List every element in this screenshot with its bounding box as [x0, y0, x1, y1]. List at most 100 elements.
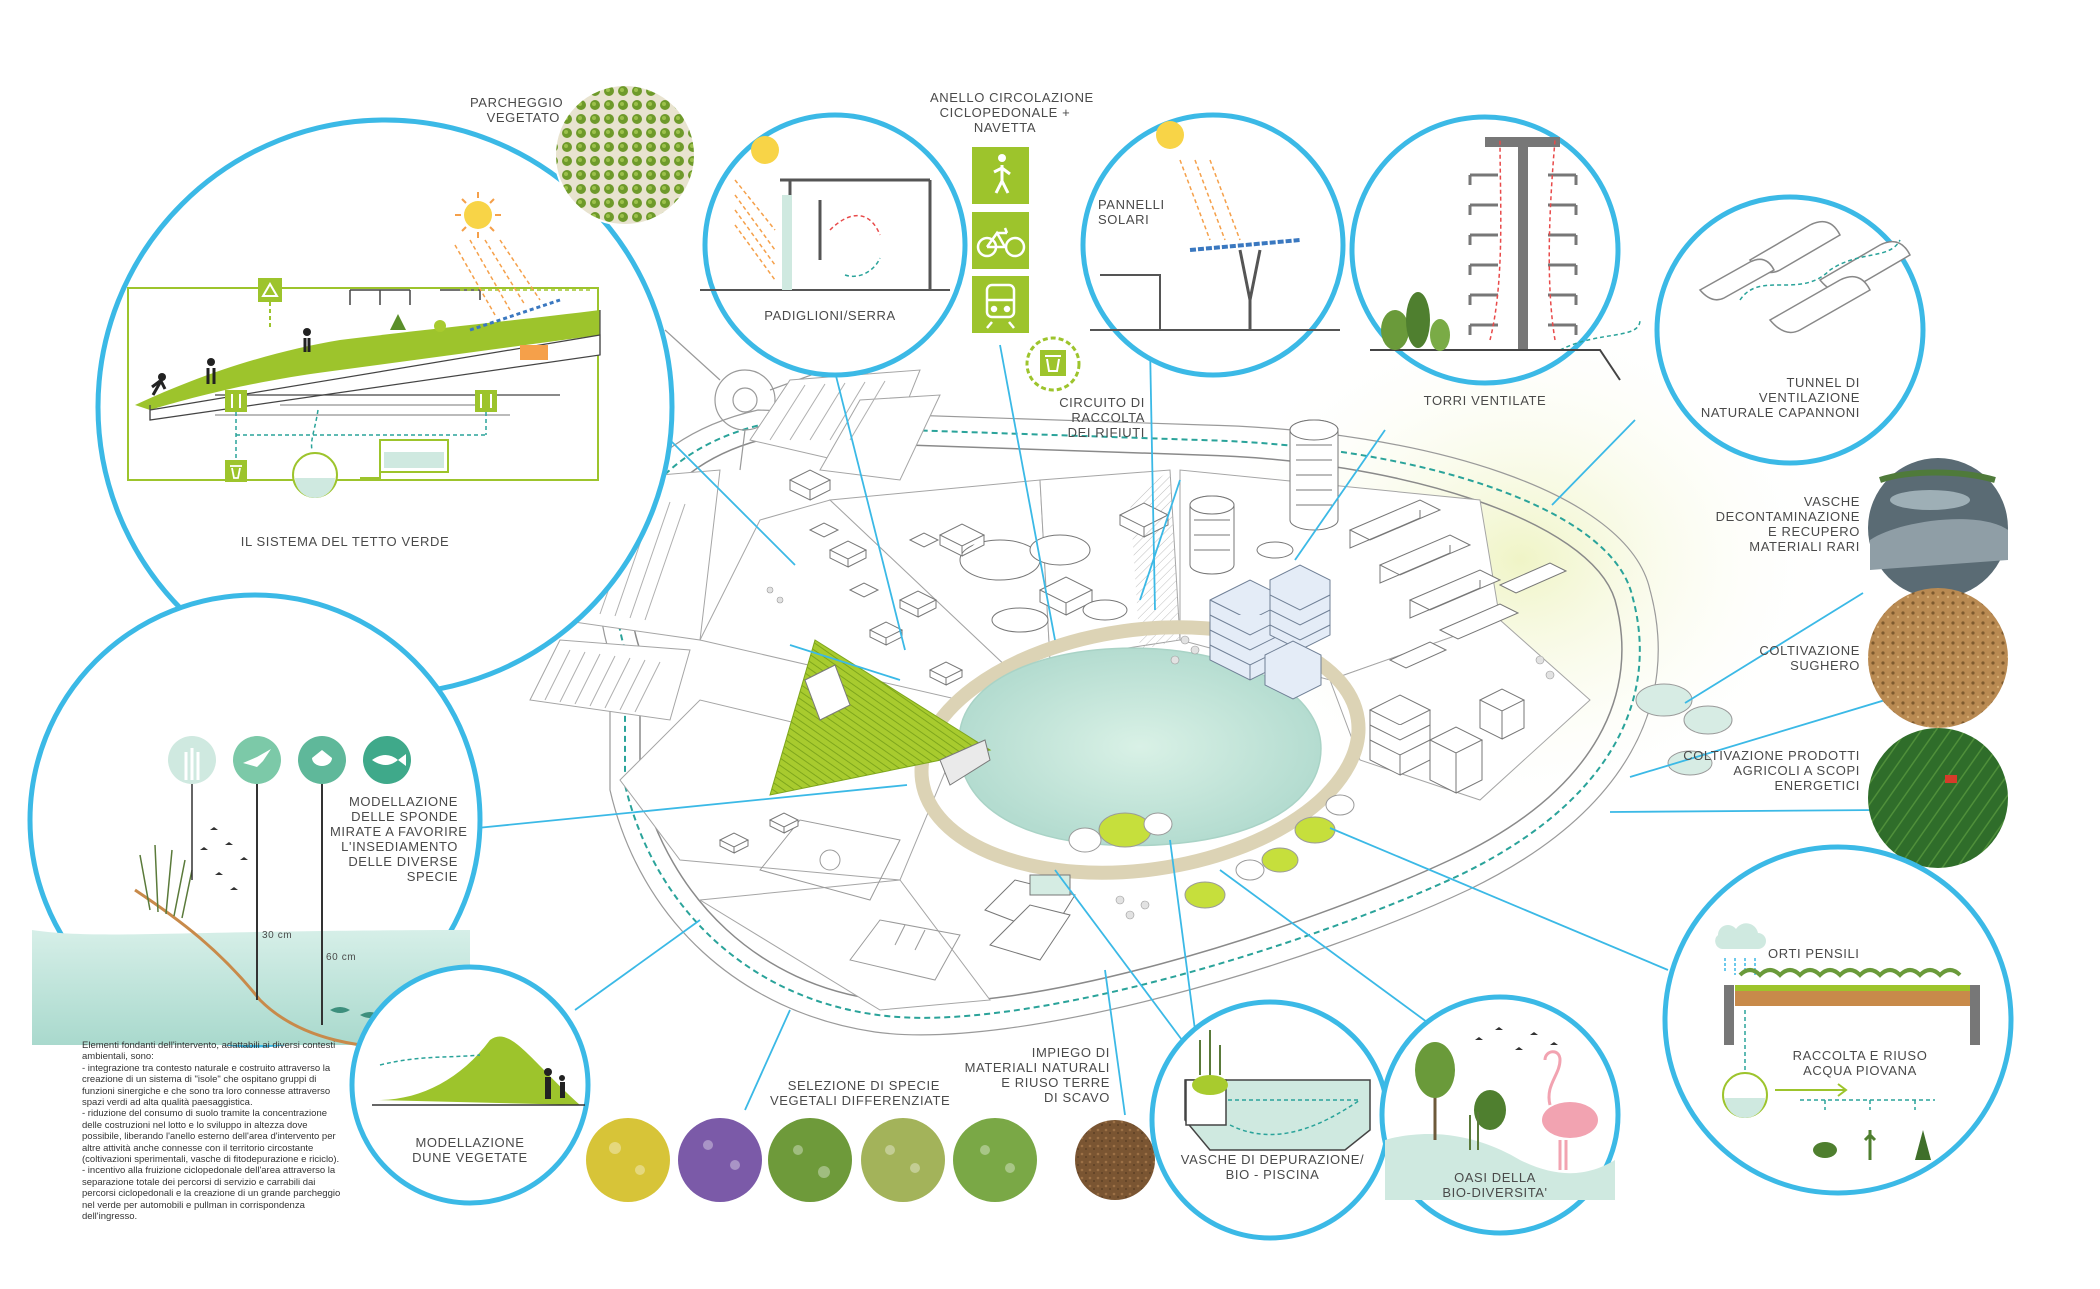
photo-soil	[1075, 1120, 1155, 1200]
label-pannelli: PANNELLI SOLARI	[1098, 197, 1178, 227]
bio-ponds	[1068, 794, 1355, 909]
callout-pavilions	[700, 112, 968, 378]
label-line: OASI DELLA	[1454, 1170, 1536, 1185]
bird-icon	[243, 749, 271, 767]
pedestrian-icon	[993, 154, 1011, 194]
callout-dunes	[349, 964, 591, 1206]
label-line: E RECUPERO	[1768, 524, 1860, 539]
rain-cloud-icon	[1715, 923, 1766, 975]
description-paragraph: - integrazione tra contesto naturale e c…	[82, 1062, 331, 1109]
label-line: IMPIEGO DI	[1031, 1045, 1110, 1060]
label-line: NAVETTA	[973, 120, 1037, 135]
trash-bin-icon	[1045, 355, 1061, 372]
label-depurazione: VASCHE DI DEPURAZIONE/ BIO - PISCINA	[1180, 1152, 1365, 1182]
orti-plants	[1813, 1130, 1931, 1160]
description-text: Elementi fondanti dell'intervento, adatt…	[82, 1040, 342, 1223]
label-line: DELLE DIVERSE	[348, 854, 458, 869]
towers	[1189, 419, 1339, 575]
label-line: RACCOLTA E RIUSO	[1792, 1048, 1928, 1063]
trees	[766, 586, 1555, 920]
callout-green-roof	[95, 117, 675, 697]
callout-parking	[554, 84, 696, 226]
label-depth-30: 30 cm	[262, 930, 293, 941]
reeds	[139, 844, 193, 919]
trash-bin-icon	[230, 465, 242, 479]
sport-fields	[759, 819, 961, 981]
masterplan	[504, 299, 1840, 1036]
species-icons	[168, 736, 411, 784]
flamingo-icon	[1543, 1050, 1568, 1170]
photo-lavender	[678, 1118, 762, 1202]
green-park-building	[804, 664, 851, 721]
right-housing	[1368, 688, 1526, 794]
label-sponde: MODELLAZIONE DELLE SPONDE MIRATE A FAVOR…	[330, 794, 468, 884]
label-padiglioni: PADIGLIONI/SERRA	[755, 308, 905, 323]
label-line: E RIUSO TERRE	[1001, 1075, 1110, 1090]
label-dune: MODELLAZIONE DUNE VEGETATE	[400, 1135, 540, 1165]
label-line: VEGETALI DIFFERENZIATE	[770, 1093, 951, 1108]
photo-fields	[1868, 728, 2008, 868]
fish-icon	[372, 754, 406, 766]
label-tunnel: TUNNEL DI VENTILAZIONE NATURALE CAPANNON…	[1700, 375, 1860, 420]
label-line: ORTI PENSILI	[1768, 946, 1860, 961]
callout-biodiversity	[1379, 994, 1621, 1236]
label-line: VASCHE DI DEPURAZIONE/	[1180, 1152, 1365, 1167]
photo-green-shrub	[768, 1118, 852, 1202]
label-agricoli: COLTIVAZIONE PRODOTTI AGRICOLI A SCOPI E…	[1680, 748, 1860, 793]
callout-banks	[27, 592, 483, 1052]
label-line: ANELLO CIRCOLAZIONE	[930, 90, 1094, 105]
label-line: BIO - PISCINA	[1225, 1167, 1320, 1182]
label-sughero: COLTIVAZIONE SUGHERO	[1700, 643, 1860, 673]
label-parcheggio: PARCHEGGIO VEGETATO	[470, 95, 563, 125]
plant-icon	[184, 748, 200, 780]
label-circuito: CIRCUITO DI RACCOLTA DEI RIFIUTI	[1035, 395, 1145, 440]
label-torri: TORRI VENTILATE	[1420, 393, 1550, 408]
label-line: MATERIALI RARI	[1749, 539, 1860, 554]
recycle-icon	[261, 282, 279, 297]
label-vasche-decont: VASCHE DECONTAMINAZIONE E RECUPERO MATER…	[1700, 494, 1860, 554]
label-line: AGRICOLI A SCOPI	[1733, 763, 1860, 778]
label-line: RACCOLTA	[1071, 410, 1145, 425]
label-line: TORRI VENTILATE	[1423, 393, 1547, 408]
lily-icon	[312, 750, 332, 766]
description-paragraph: - riduzione del consumo di suolo tramite…	[82, 1108, 340, 1166]
label-line: VEGETATO	[486, 110, 560, 125]
bicycle-icon	[976, 227, 1026, 258]
label-anello: ANELLO CIRCOLAZIONE CICLOPEDONALE + NAVE…	[930, 90, 1094, 135]
label-line: CICLOPEDONALE +	[939, 105, 1071, 120]
callout-tunnels	[1654, 194, 1926, 466]
description-paragraph: Elementi fondanti dell'intervento, adatt…	[82, 1040, 336, 1063]
warehouses	[1348, 499, 1568, 669]
green-roof-section	[127, 278, 601, 498]
callout-purification	[1149, 999, 1391, 1241]
callout-solar	[1080, 112, 1346, 378]
label-line: MODELLAZIONE	[348, 794, 458, 809]
decont-basins	[1635, 683, 1733, 776]
label-line: SOLARI	[1098, 212, 1150, 227]
buildings-left	[718, 469, 964, 854]
label-line: COLTIVAZIONE	[1759, 643, 1860, 658]
label-line: L'INSEDIAMENTO	[341, 839, 458, 854]
photo-grass	[861, 1118, 945, 1202]
outer-ring-road-2	[598, 409, 1659, 1036]
label-line: CIRCUITO DI	[1059, 395, 1145, 410]
label-line: DECONTAMINAZIONE	[1715, 509, 1860, 524]
label-selezione: SELEZIONE DI SPECIE VEGETALI DIFFERENZIA…	[770, 1078, 951, 1108]
blue-housing	[1209, 564, 1331, 700]
pool-building	[984, 874, 1076, 961]
photo-decontamination	[1868, 458, 2008, 598]
photo-groundcover	[953, 1118, 1037, 1202]
label-line: MODELLAZIONE	[415, 1135, 525, 1150]
label-line: PANNELLI	[1098, 197, 1165, 212]
buildings-center	[938, 502, 1170, 633]
label-line: IL SISTEMA DEL TETTO VERDE	[240, 534, 450, 549]
label-orti: ORTI PENSILI	[1768, 946, 1868, 961]
label-line: MIRATE A FAVORIRE	[330, 824, 468, 839]
label-line: PADIGLIONI/SERRA	[764, 308, 896, 323]
photo-circles-right	[1868, 458, 2008, 868]
label-line: SELEZIONE DI SPECIE	[787, 1078, 940, 1093]
label-line: ACQUA PIOVANA	[1803, 1063, 1917, 1078]
label-line: NATURALE CAPANNONI	[1700, 405, 1860, 420]
label-line: TUNNEL DI	[1786, 375, 1860, 390]
